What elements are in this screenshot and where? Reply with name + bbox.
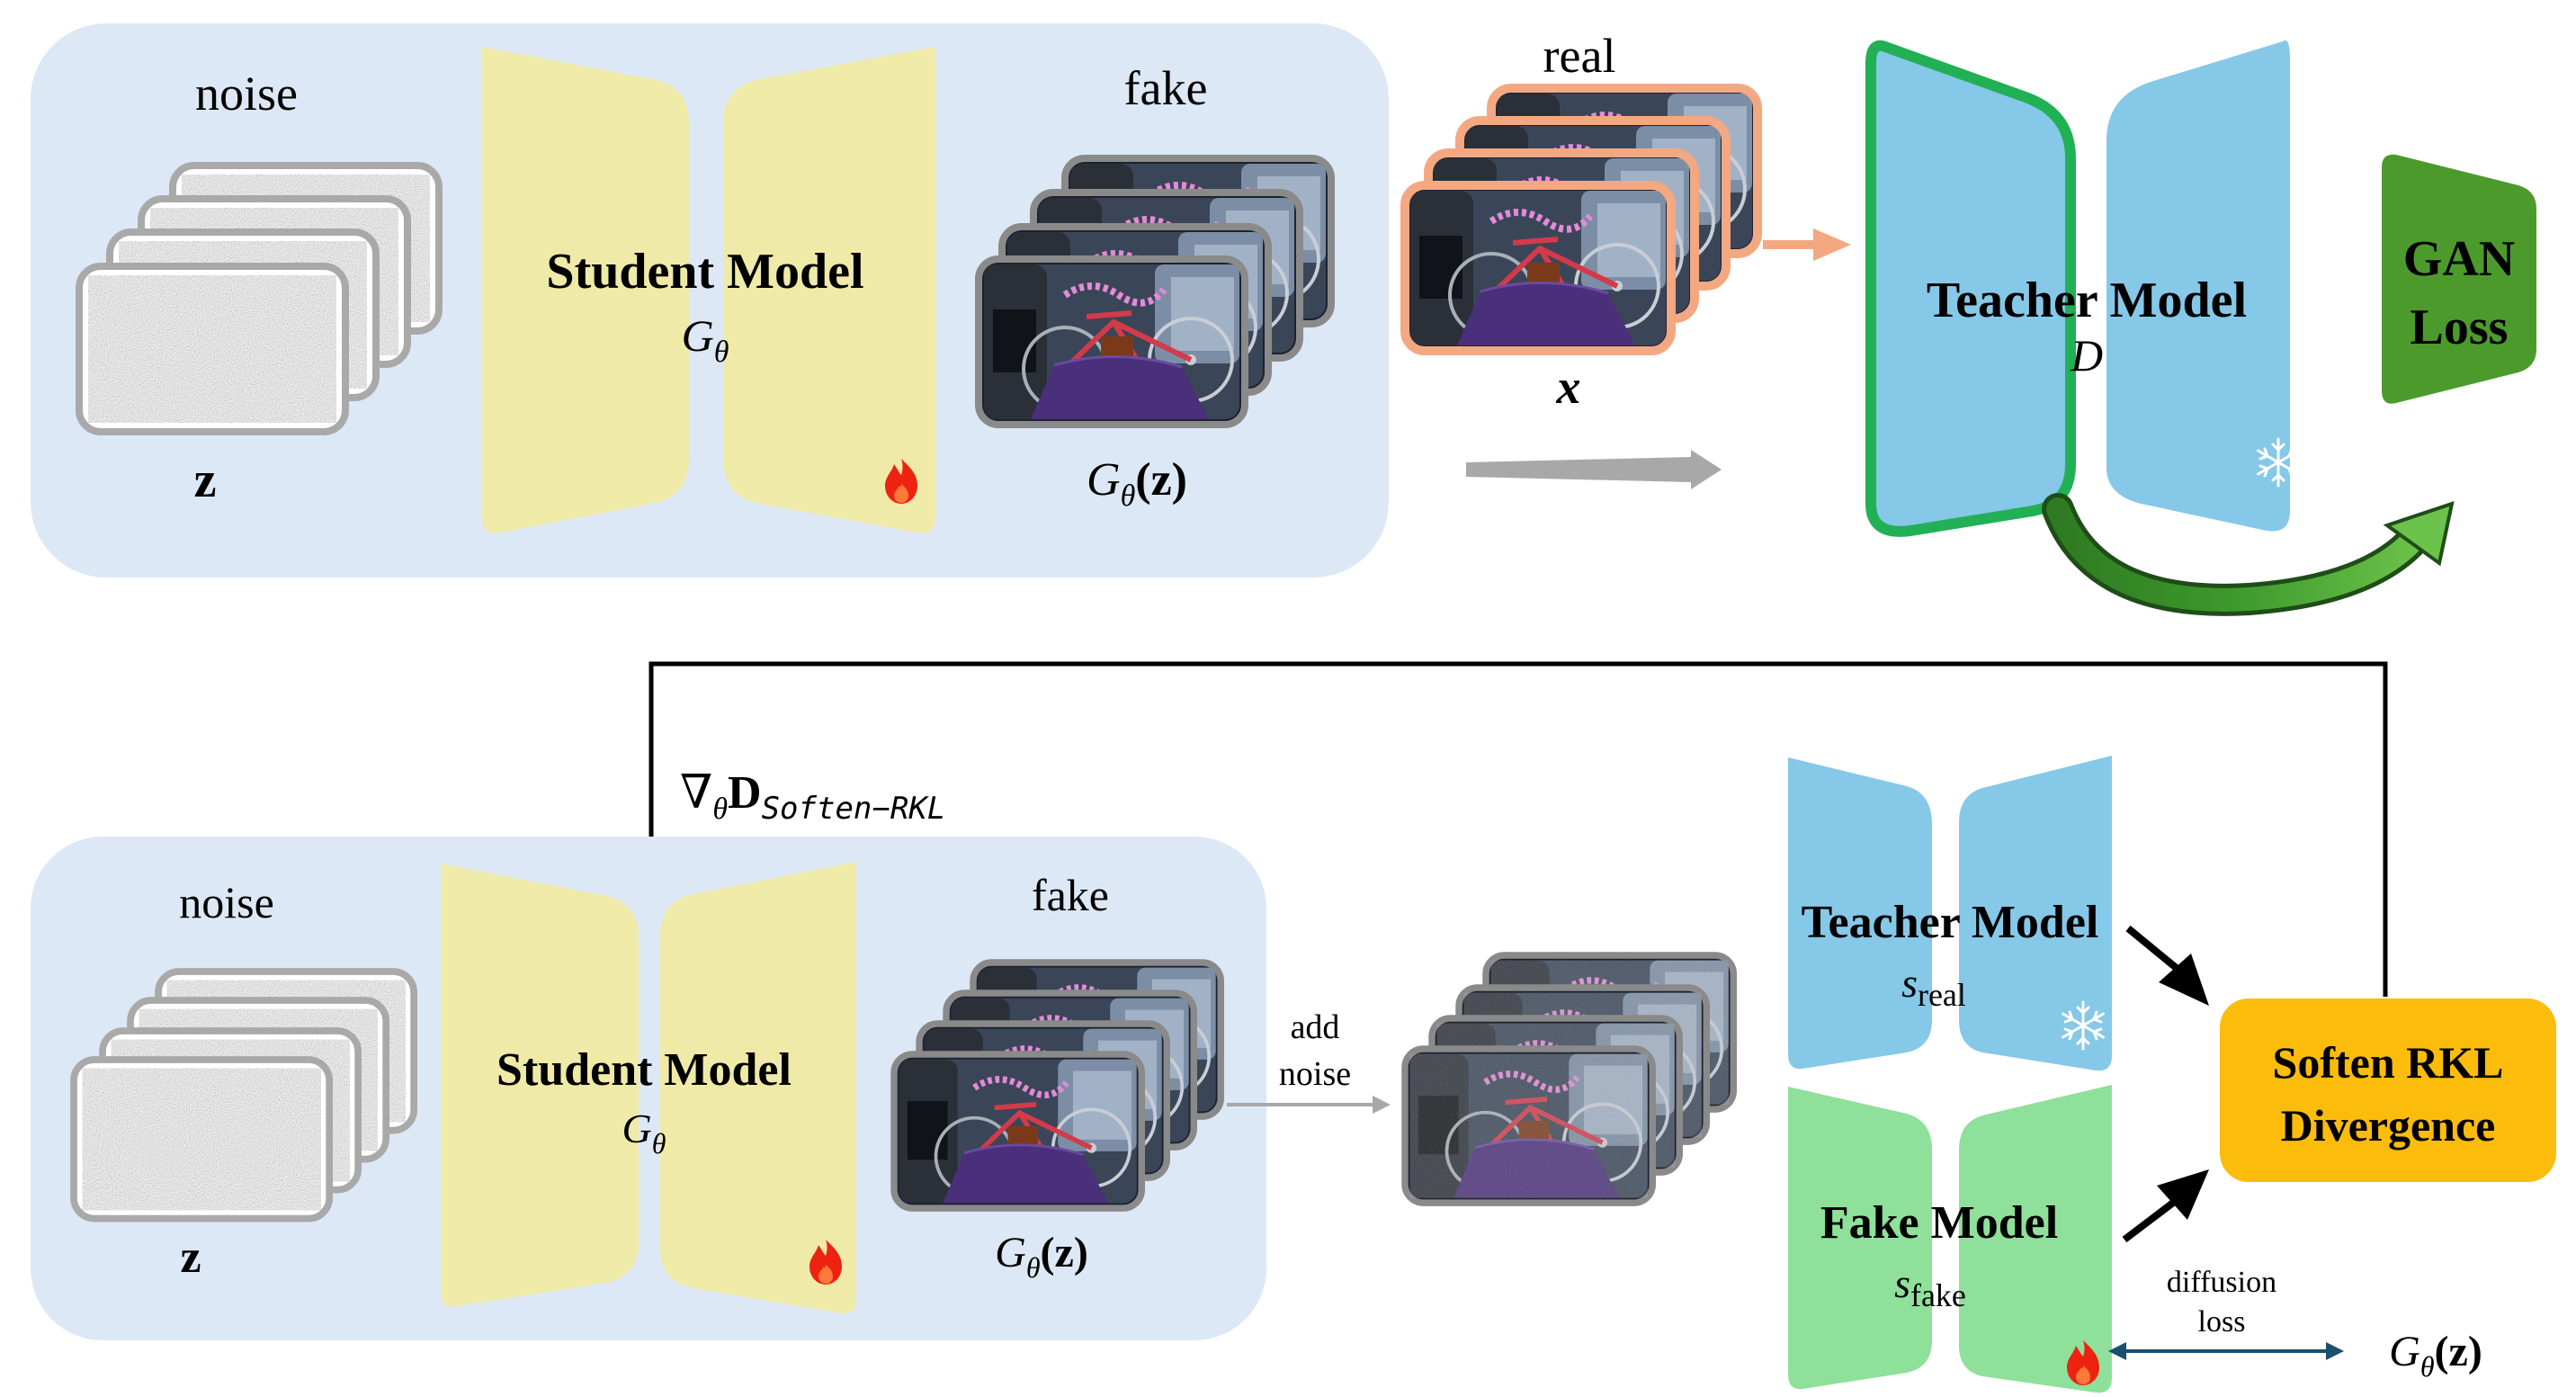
diffusion-loss: diffusion loss Gθ(z) bbox=[2108, 1266, 2482, 1383]
diffusion-label-1: diffusion bbox=[2167, 1266, 2276, 1299]
top-noise-label: noise bbox=[195, 67, 298, 121]
top-pipeline: noise z Student Model Gθ fake Gθ(z) real bbox=[31, 23, 2536, 616]
top-teacher-model: Teacher Model D bbox=[1865, 40, 2300, 537]
gan-loss-line2: Loss bbox=[2411, 300, 2509, 355]
bottom-noise-label: noise bbox=[179, 877, 274, 927]
gan-loss-block: GAN Loss bbox=[2382, 154, 2536, 404]
add-noise-label-1: add bbox=[1291, 1008, 1340, 1046]
bottom-student-symbol: Gθ bbox=[622, 1106, 666, 1160]
diffusion-label-2: loss bbox=[2198, 1305, 2246, 1339]
teacher-to-divergence-arrow bbox=[2125, 925, 2209, 1006]
gradient-label: ∇θDSoften−RKL bbox=[680, 767, 945, 827]
fake-model-symbol: sfake bbox=[1894, 1260, 1966, 1313]
real-to-teacher-arrow bbox=[1763, 228, 1851, 261]
diffusion-target-expr: Gθ(z) bbox=[2389, 1328, 2482, 1383]
fake-model-title: Fake Model bbox=[1820, 1197, 2058, 1249]
noisy-image-stack bbox=[1405, 955, 1733, 1203]
fake-model: Fake Model sfake bbox=[1788, 1085, 2112, 1393]
bottom-student-title: Student Model bbox=[496, 1044, 792, 1096]
divergence-line1: Soften RKL bbox=[2273, 1037, 2504, 1088]
top-real-label: real bbox=[1543, 29, 1616, 83]
top-fake-label: fake bbox=[1124, 61, 1208, 115]
noise-image bbox=[79, 266, 345, 432]
bottom-student-model: Student Model Gθ bbox=[441, 862, 856, 1314]
gan-curve-arrow bbox=[2042, 493, 2455, 616]
top-real-stack bbox=[1400, 84, 1762, 355]
bottom-teacher-symbol: sreal bbox=[1901, 960, 1966, 1013]
fake-to-divergence-arrow bbox=[2122, 1169, 2209, 1243]
top-student-model: Student Model Gθ bbox=[482, 47, 935, 533]
bottom-teacher-title: Teacher Model bbox=[1802, 897, 2099, 948]
bottom-student-panel bbox=[31, 837, 1266, 1340]
soften-rkl-divergence-block: Soften RKL Divergence bbox=[2220, 998, 2556, 1182]
top-teacher-symbol: D bbox=[2070, 330, 2103, 381]
top-fake-expr: Gθ(z) bbox=[1087, 454, 1187, 513]
bottom-fake-expr: Gθ(z) bbox=[995, 1229, 1088, 1284]
add-noise-arrow: add noise bbox=[1227, 1008, 1391, 1114]
top-teacher-title: Teacher Model bbox=[1927, 273, 2247, 328]
bottom-z-label: z bbox=[180, 1231, 201, 1283]
top-x-label: x bbox=[1556, 360, 1581, 414]
gan-loss-line1: GAN bbox=[2403, 231, 2515, 287]
bottom-fake-label: fake bbox=[1032, 870, 1109, 920]
top-student-symbol: Gθ bbox=[682, 310, 729, 369]
bottom-teacher-model: Teacher Model sreal bbox=[1788, 756, 2112, 1071]
top-student-title: Student Model bbox=[546, 244, 863, 300]
divergence-line2: Divergence bbox=[2281, 1100, 2496, 1151]
photo-image bbox=[979, 259, 1245, 425]
bottom-pipeline: noise z Student Model Gθ fake Gθ(z) bbox=[31, 756, 2556, 1393]
add-noise-label-2: noise bbox=[1279, 1055, 1351, 1093]
top-z-label: z bbox=[194, 452, 217, 508]
fake-to-teacher-arrow bbox=[1466, 450, 1722, 489]
